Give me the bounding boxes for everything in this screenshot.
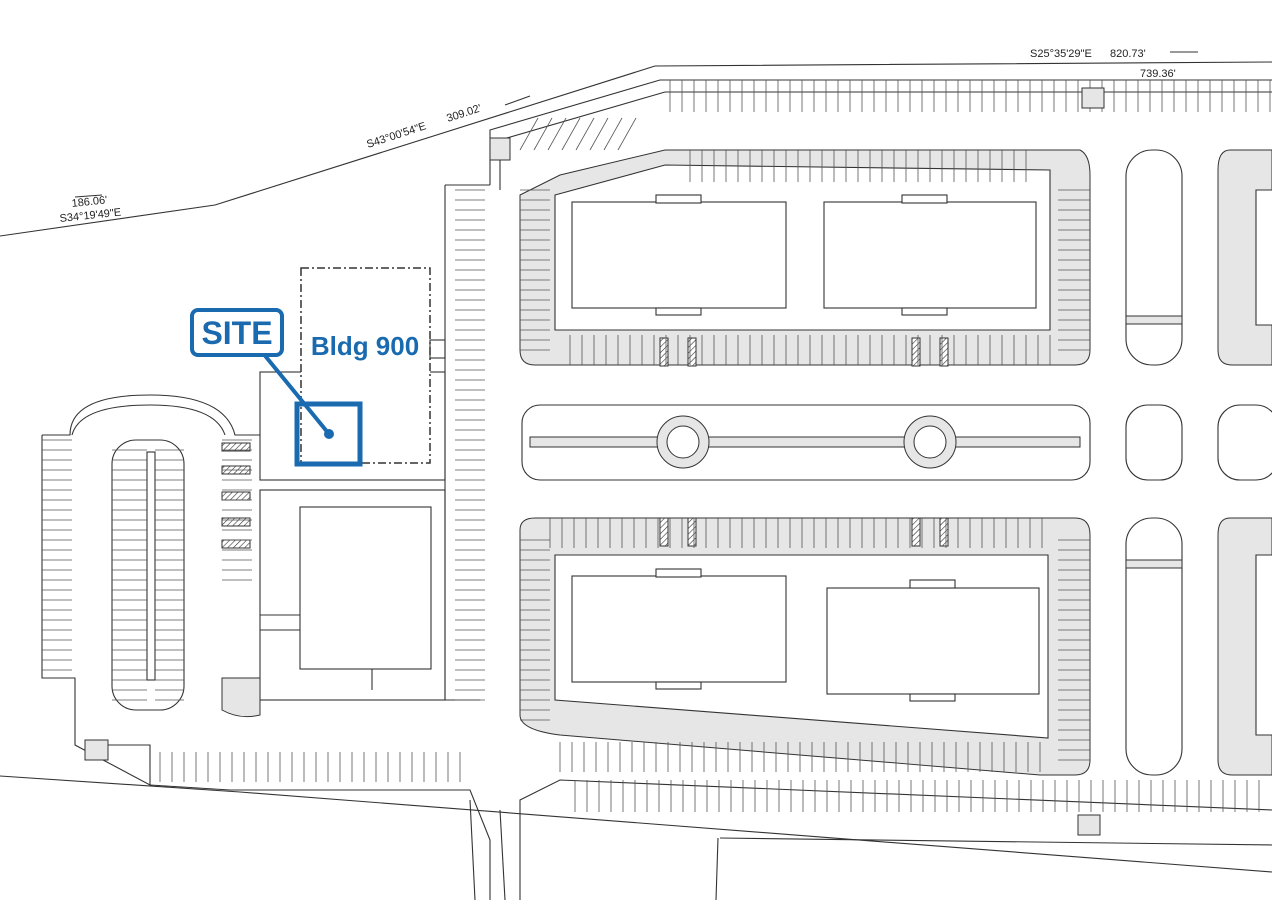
building-south-east	[826, 587, 1040, 695]
parking-west-loop	[41, 394, 261, 786]
site-marker-dot	[324, 429, 334, 439]
bearing-top-right: S25°35'29"E	[1030, 48, 1092, 60]
parking-island-north	[519, 149, 1091, 366]
corner-islands	[489, 87, 1105, 836]
building-south-west	[571, 575, 787, 683]
parking-stall-line	[561, 117, 581, 151]
parking-stall-line	[533, 117, 553, 151]
building-900-label: Bldg 900	[311, 331, 419, 361]
parking-stall-line	[575, 117, 595, 151]
distance-top-right: 820.73'	[1110, 48, 1146, 60]
accessible-stalls-west	[221, 442, 251, 549]
parking-stall-line	[519, 117, 539, 151]
parking-stall-line	[617, 117, 637, 151]
property-boundary	[0, 51, 1272, 873]
distance-top-middle: 309.02'	[445, 102, 483, 124]
building-north-west	[571, 201, 787, 309]
site-callout: SITE Bldg 900	[190, 308, 419, 467]
building-adjacent	[299, 506, 432, 670]
parking-stall-lines	[42, 80, 1271, 812]
site-label-box	[190, 308, 284, 357]
building-900-footprint	[300, 267, 431, 464]
bearing-top-middle: S43°00'54"E	[365, 120, 427, 151]
bearing-left: S34°19'49"E	[59, 207, 122, 225]
site-leader-line	[260, 350, 331, 436]
building-900-area	[259, 267, 446, 701]
accessible-stalls-north	[659, 337, 949, 367]
distance-inner-top-right: 739.36'	[1140, 68, 1176, 80]
site-box	[294, 401, 363, 467]
parking-right-column	[1125, 149, 1272, 776]
site-label: SITE	[201, 315, 272, 351]
accessible-stalls-south	[659, 517, 949, 547]
distance-left: 186.06'	[71, 194, 108, 210]
parking-stall-line	[603, 117, 623, 151]
parking-stall-line	[589, 117, 609, 151]
parking-stall-line	[547, 117, 567, 151]
building-north-east	[823, 201, 1037, 309]
parking-island-south	[519, 517, 1091, 776]
median-island	[521, 404, 1272, 481]
